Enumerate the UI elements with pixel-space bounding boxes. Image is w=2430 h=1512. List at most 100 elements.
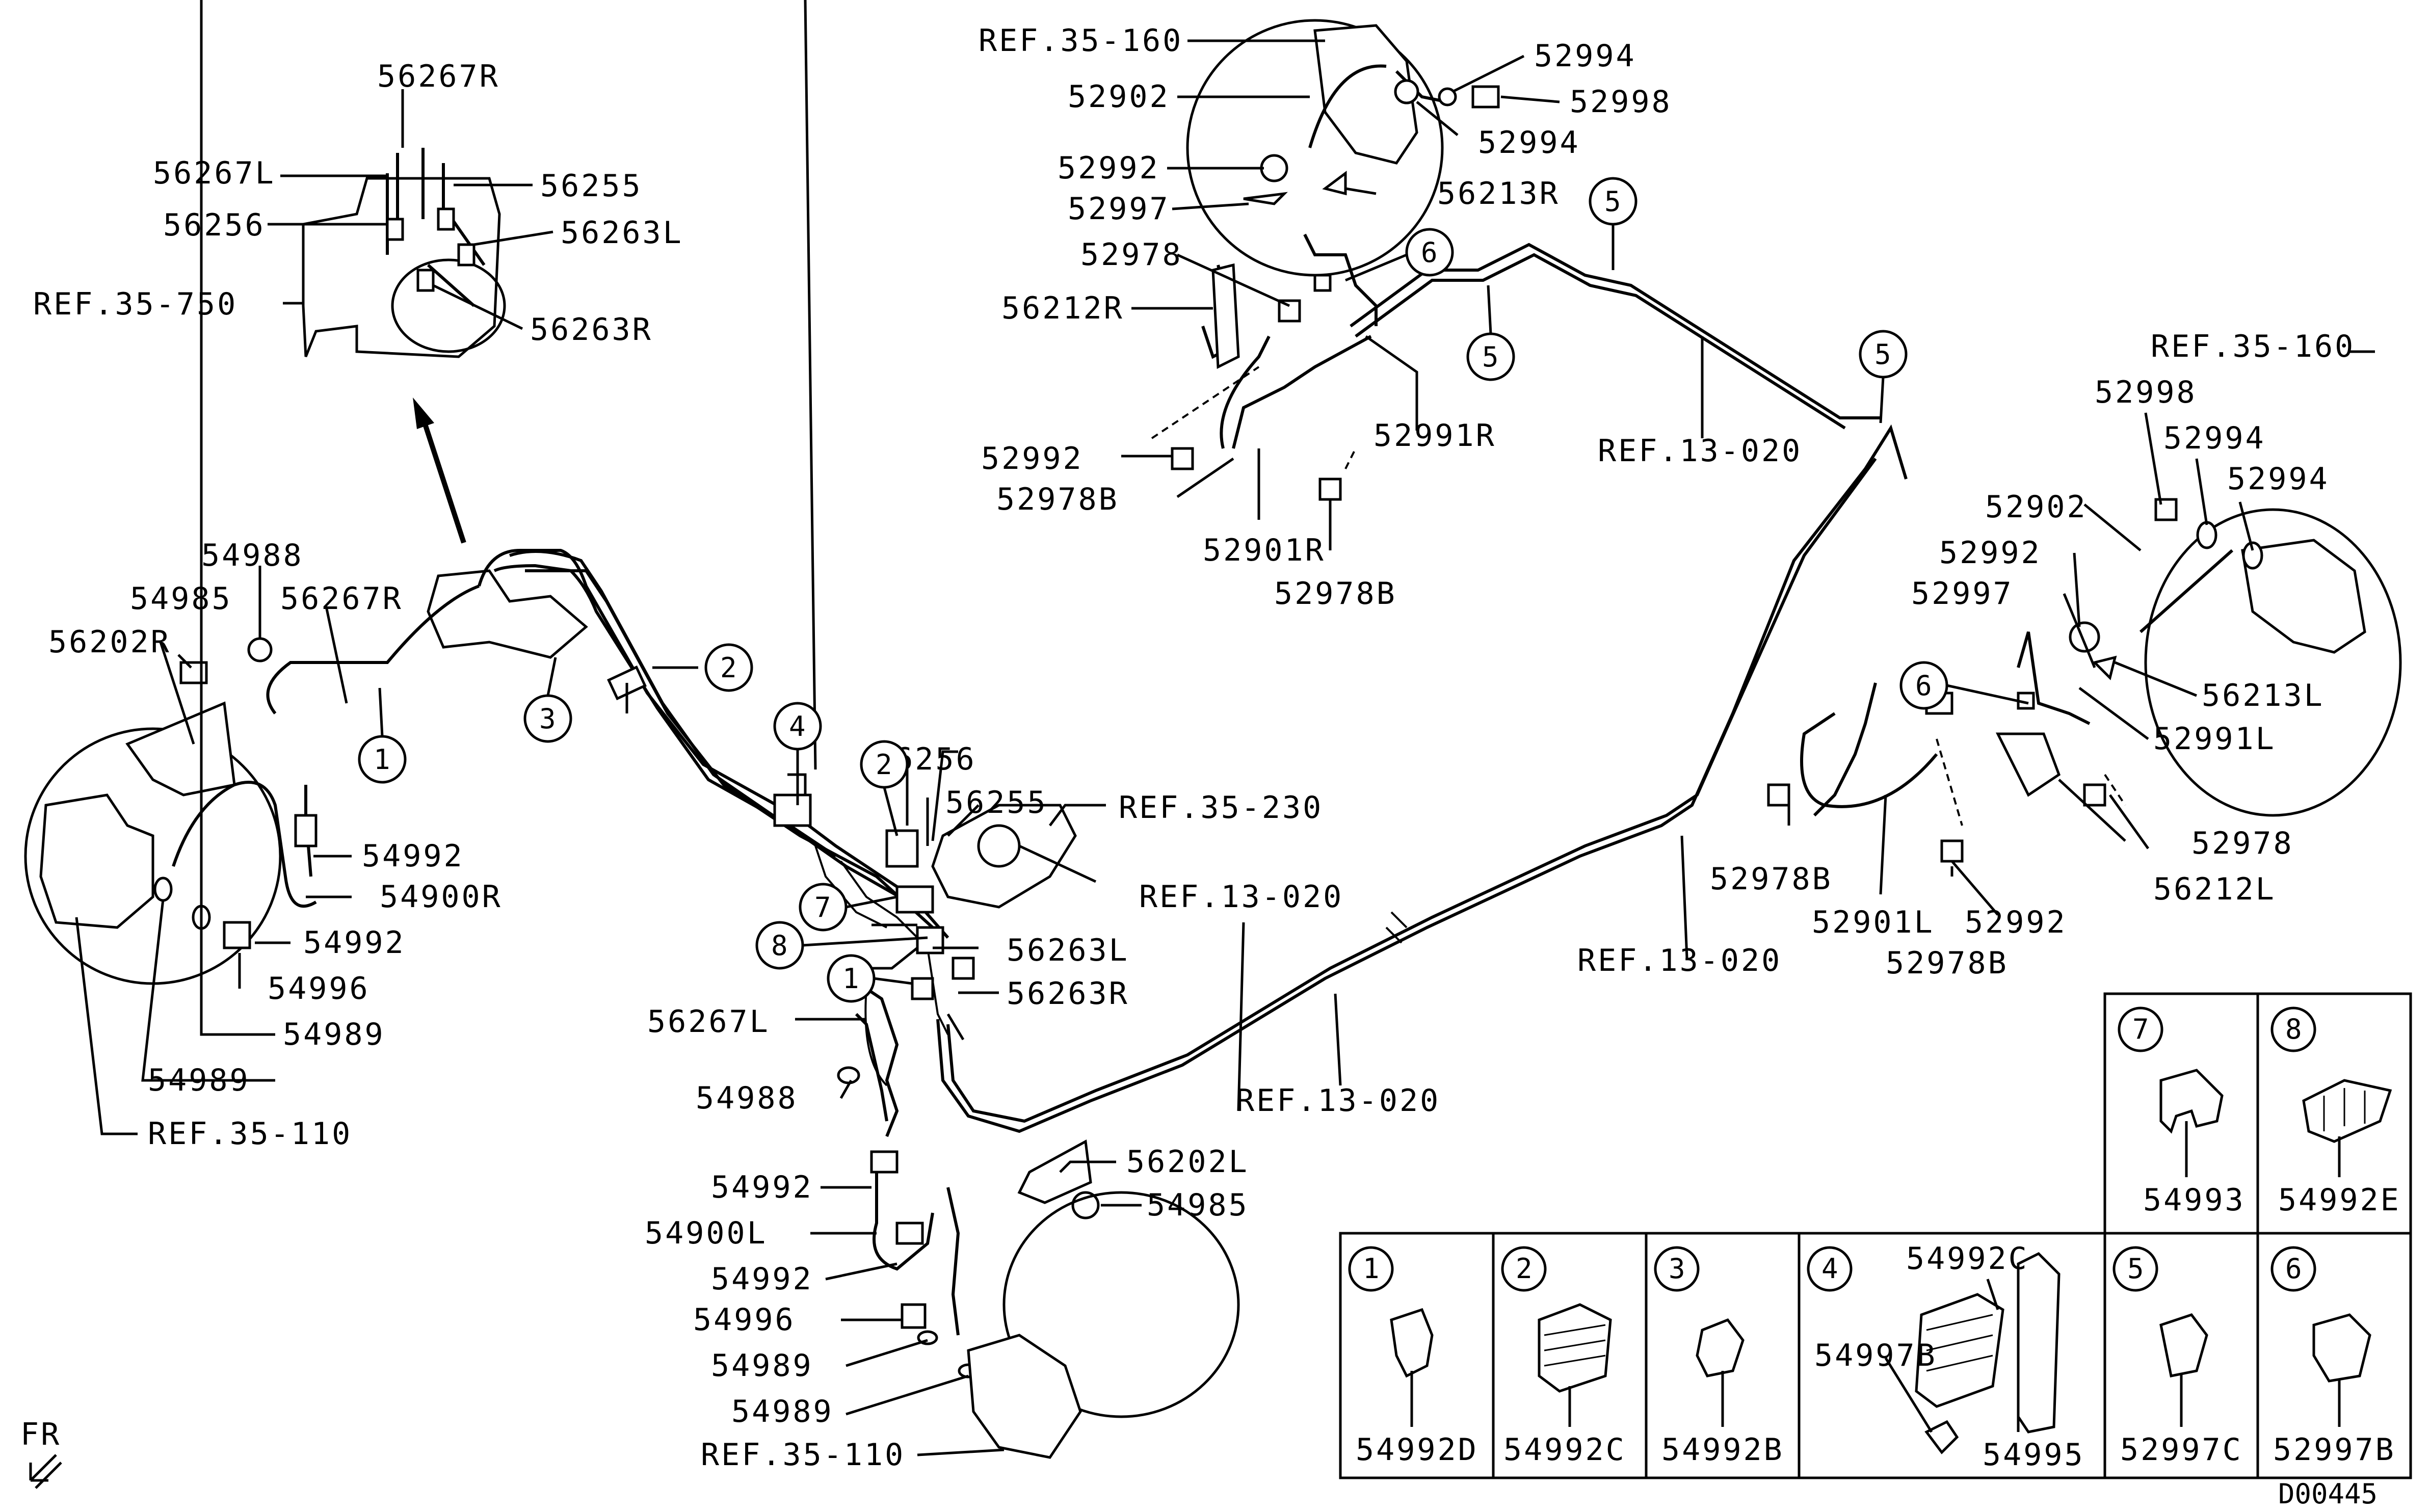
label-56267R-top: 56267R: [377, 59, 500, 94]
legend-part-54992B: 54992B: [1661, 1432, 1784, 1468]
label-52978B-top: 52978B: [996, 482, 1119, 517]
label-52992-right2: 52992: [1965, 905, 2067, 940]
svg-text:7: 7: [2132, 1013, 2149, 1045]
svg-text:5: 5: [1604, 185, 1621, 218]
legend-part-54992E: 54992E: [2278, 1182, 2401, 1218]
legend-cell-3: 3 54992B: [1654, 1246, 1784, 1468]
legend-table: [1339, 992, 2412, 1479]
legend-cell-8: 8 54992E: [2270, 1006, 2401, 1218]
legend-part-52997B: 52997B: [2273, 1432, 2396, 1468]
label-56256-top: 56256: [163, 207, 266, 243]
label-52901R: 52901R: [1203, 533, 1326, 568]
rear-right-brake: [1121, 19, 1560, 550]
label-54992-c: 54992: [711, 1170, 813, 1205]
svg-text:2: 2: [876, 749, 892, 781]
label-56263L-top: 56263L: [561, 215, 683, 251]
callout-1a: 1: [358, 687, 407, 784]
legend-part-54992C-cell4: 54992C: [1906, 1241, 2029, 1277]
label-ref-35-110-mid: REF.35-110: [701, 1437, 905, 1473]
legend-cell-6: 6 52997B: [2270, 1246, 2396, 1468]
label-54988-mid: 54988: [696, 1080, 798, 1116]
legend-cell-4: 4 54992C 54997B 54995: [1807, 1241, 2085, 1473]
label-52994-top: 52994: [1534, 38, 1636, 74]
label-56202L: 56202L: [1126, 1144, 1249, 1180]
svg-text:1: 1: [1363, 1253, 1380, 1285]
label-ref-35-160-top: REF.35-160: [979, 23, 1183, 59]
svg-text:5: 5: [2127, 1253, 2144, 1285]
svg-text:3: 3: [1669, 1253, 1685, 1285]
front-left-brake: [795, 987, 1240, 1459]
label-54985-mid: 54985: [1147, 1187, 1249, 1223]
label-ref-13-020-d: REF.13-020: [1236, 1083, 1440, 1119]
label-52978B-top2: 52978B: [1274, 576, 1397, 612]
label-52902-top: 52902: [1068, 79, 1170, 115]
callout-1b: 1: [827, 954, 913, 1003]
label-52992-top: 52992: [1058, 150, 1160, 186]
label-54992-d: 54992: [711, 1261, 813, 1297]
doc-code: D00445: [2278, 1478, 2378, 1510]
hydraulic-unit-detail: [268, 89, 553, 358]
label-54985-left: 54985: [130, 581, 232, 617]
label-ref-13-020-b: REF.13-020: [1577, 943, 1782, 978]
label-52997-top: 52997: [1068, 191, 1170, 227]
label-52978B-right: 52978B: [1710, 861, 1833, 897]
label-ref-35-110-left: REF.35-110: [148, 1116, 352, 1152]
label-54996-left: 54996: [268, 971, 370, 1006]
main-line-bundle: [427, 0, 1106, 1086]
label-54989-c: 54989: [711, 1348, 813, 1384]
label-54989-d: 54989: [731, 1394, 834, 1429]
label-56263L-mid: 56263L: [1007, 933, 1129, 968]
legend-cell-5: 5 52997C: [2112, 1246, 2241, 1468]
callout-5a: 5: [1589, 177, 1637, 270]
label-52978-right: 52978: [2191, 826, 2294, 861]
svg-text:2: 2: [720, 652, 737, 684]
label-54992-a: 54992: [362, 838, 464, 874]
legend-part-54993: 54993: [2143, 1182, 2246, 1218]
svg-text:1: 1: [842, 963, 859, 995]
label-54988-left: 54988: [201, 538, 304, 573]
callout-6a: 6: [1345, 228, 1454, 282]
label-52901L: 52901L: [1812, 905, 1935, 940]
label-ref-35-750: REF.35-750: [33, 286, 237, 322]
svg-text:6: 6: [2285, 1253, 2302, 1285]
label-56267R-left: 56267R: [280, 581, 403, 617]
svg-text:7: 7: [814, 891, 831, 923]
legend-part-54992D: 54992D: [1356, 1432, 1478, 1468]
callout-5b: 5: [1466, 285, 1515, 381]
legend-part-54992C-cell2: 54992C: [1503, 1432, 1626, 1468]
label-ref-35-160-right: REF.35-160: [2151, 329, 2355, 364]
rear-left-brake: [1767, 350, 2402, 930]
label-56255-top: 56255: [540, 168, 643, 204]
label-56267L-top: 56267L: [153, 155, 276, 191]
callout-8: 8: [755, 921, 928, 970]
label-54996-mid: 54996: [693, 1302, 796, 1338]
label-56202R: 56202R: [48, 624, 171, 660]
label-52994-right2: 52994: [2227, 461, 2330, 497]
svg-text:8: 8: [771, 930, 788, 962]
label-52978B-right2: 52978B: [1886, 945, 2009, 981]
label-56212R: 56212R: [1001, 290, 1124, 326]
label-56263R-mid: 56263R: [1007, 976, 1129, 1012]
svg-text:6: 6: [1915, 670, 1932, 702]
label-ref-35-230: REF.35-230: [1119, 790, 1323, 826]
callout-2a: 2: [704, 643, 753, 692]
callout-3: 3: [523, 657, 572, 743]
legend-cell-1: 1 54992D: [1348, 1246, 1478, 1468]
svg-text:3: 3: [539, 703, 556, 735]
label-54900R: 54900R: [380, 879, 503, 915]
label-54992-b: 54992: [303, 925, 406, 961]
rear-pipes: [936, 243, 1908, 1133]
fr-label: FR: [20, 1417, 61, 1452]
legend-part-54997B: 54997B: [1814, 1338, 1937, 1373]
label-56263R-top: 56263R: [530, 312, 653, 348]
svg-text:5: 5: [1874, 338, 1891, 370]
legend-cell-7: 7 54993: [2118, 1006, 2246, 1218]
legend-part-54995: 54995: [1983, 1437, 2085, 1473]
svg-text:4: 4: [789, 710, 806, 742]
callout-2b: 2: [860, 740, 909, 836]
label-ref-13-020-c: REF.13-020: [1139, 879, 1343, 915]
detail-arrow: [413, 397, 466, 544]
label-52998-right: 52998: [2095, 375, 2197, 410]
label-52991R: 52991R: [1374, 418, 1496, 454]
label-52991L: 52991L: [2153, 721, 2276, 757]
